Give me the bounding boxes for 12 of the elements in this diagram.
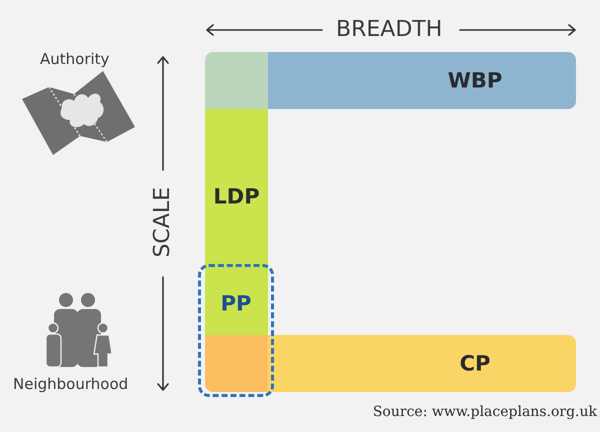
source-note: Source: www.placeplans.org.uk [372, 405, 597, 419]
band-label: CP [460, 353, 490, 374]
level-label: Authority [40, 52, 110, 67]
band-label: WBP [448, 70, 502, 91]
level-label: Neighbourhood [13, 377, 128, 392]
horizontal-band [268, 52, 576, 109]
horizontal-band [268, 335, 576, 392]
band-label: LDP [213, 186, 260, 208]
band-label: PP [220, 294, 252, 314]
axis-label: BREADTH [336, 19, 442, 41]
axis-label: SCALE [152, 187, 174, 258]
vertical-band [205, 52, 268, 392]
